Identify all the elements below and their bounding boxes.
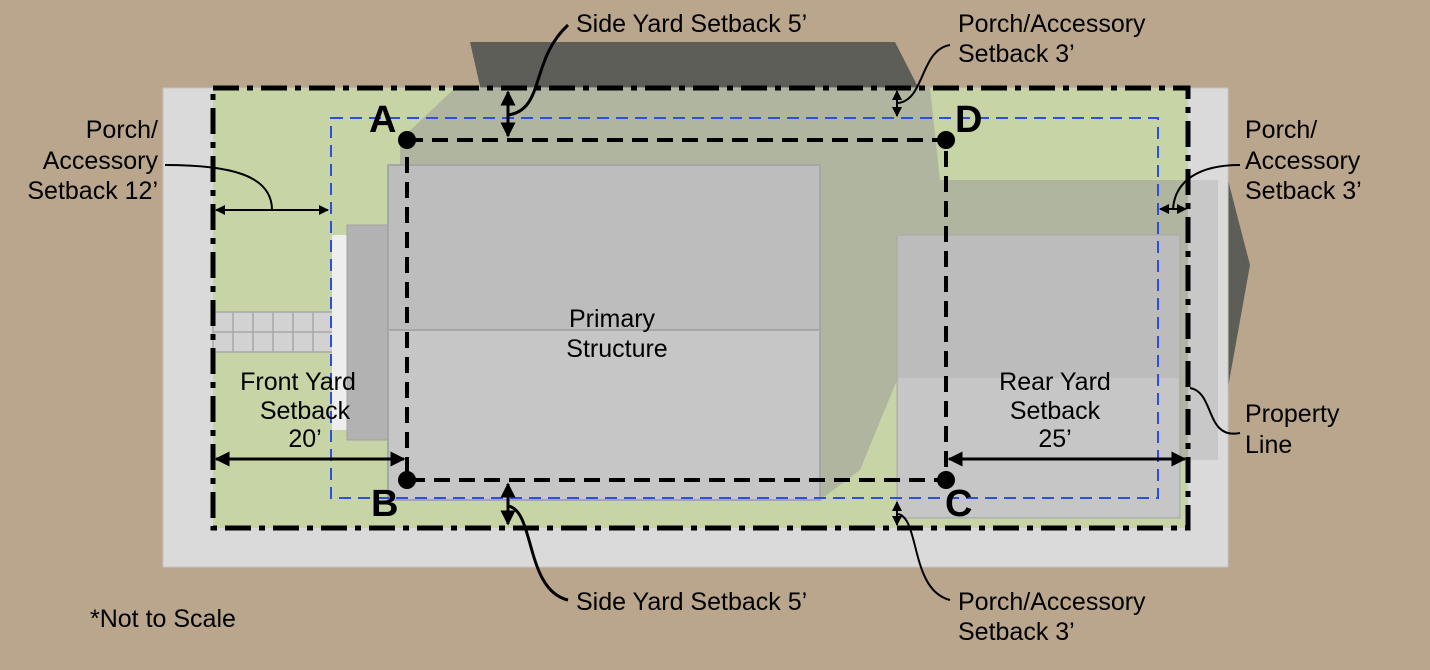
side-yard-top-leader: [507, 23, 570, 117]
corner-dot-b: [398, 471, 416, 489]
building-envelope-line: [405, 138, 948, 482]
not-to-scale-note: *Not to Scale: [90, 605, 236, 633]
porch-left-label-1: Porch/: [86, 116, 158, 144]
side-yard-bottom-label: Side Yard Setback 5’: [576, 588, 807, 616]
side-yard-bottom-leader: [507, 504, 569, 602]
property-line-label-1: Property: [1245, 400, 1340, 428]
corner-label-b: B: [371, 483, 398, 525]
corner-label-a: A: [369, 99, 396, 141]
porch-bottom-label-2: Setback 3’: [958, 618, 1075, 646]
porch-top-label-1: Porch/Accessory: [958, 10, 1146, 38]
front-walkway: [212, 311, 334, 353]
corner-dot-a: [398, 131, 416, 149]
primary-structure-label-2: Structure: [566, 335, 667, 363]
rear-yard-label-1: Rear Yard: [999, 368, 1111, 396]
corner-dot-d: [937, 131, 955, 149]
front-steps: [332, 235, 347, 430]
side-yard-top-label: Side Yard Setback 5’: [576, 10, 807, 38]
corner-label-d: D: [955, 99, 982, 141]
property-line-label-2: Line: [1245, 431, 1292, 459]
corner-dot-c: [937, 471, 955, 489]
porch-right-label-1: Porch/: [1245, 116, 1317, 144]
primary-structure-label-1: Primary: [569, 305, 656, 333]
corner-label-c: C: [945, 483, 972, 525]
corner-dots: [398, 131, 955, 489]
front-yard-label-2: Setback: [260, 397, 351, 425]
porch-right-leader: [1172, 164, 1241, 210]
property-line-leader: [1189, 387, 1241, 435]
property-line: [210, 85, 1191, 531]
rear-yard-label-2: Setback: [1010, 397, 1101, 425]
porch-bottom-label-1: Porch/Accessory: [958, 588, 1146, 616]
porch-right-label-3: Setback 3’: [1245, 177, 1362, 205]
front-yard-label-3: 20’: [288, 425, 321, 453]
porch-top-label-2: Setback 3’: [958, 40, 1075, 68]
porch-left-leader: [164, 164, 273, 211]
porch-right-label-2: Accessory: [1245, 147, 1361, 175]
front-porch: [346, 224, 393, 441]
neighbor-roof: [1188, 180, 1218, 460]
front-yard-label-1: Front Yard: [240, 368, 356, 396]
porch-left-label-3: Setback 12’: [27, 177, 158, 205]
porch-left-label-2: Accessory: [43, 147, 159, 175]
porch-top-leader: [897, 44, 951, 104]
rear-yard-label-3: 25’: [1038, 425, 1071, 453]
porch-bottom-leader: [897, 513, 951, 601]
porch-accessory-setback-line: [330, 117, 1159, 499]
roof-lower-plane: [389, 331, 819, 499]
